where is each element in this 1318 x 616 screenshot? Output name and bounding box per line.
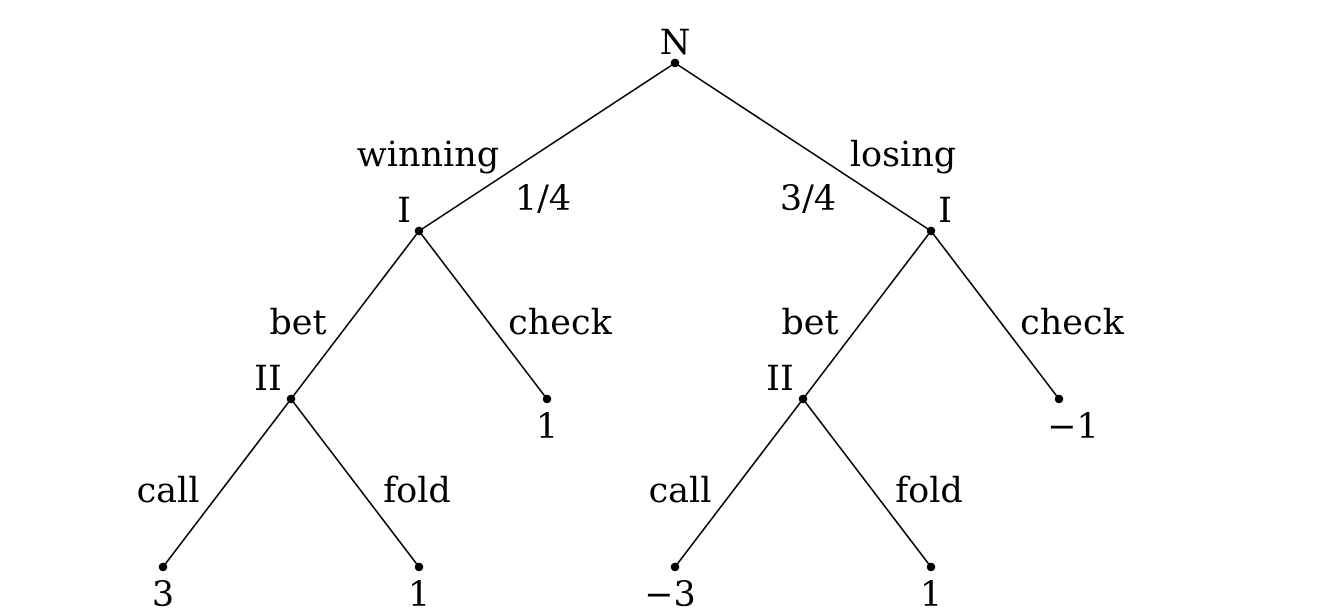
terminal-losing-check-node <box>1054 394 1064 404</box>
losing-check-label: check <box>1020 303 1124 343</box>
edge-root-to-winning <box>418 62 676 232</box>
payoff-losing-fold: 1 <box>920 575 942 615</box>
root-label: N <box>660 23 691 63</box>
payoff-losing-call: −3 <box>644 575 696 615</box>
root-node <box>670 58 680 68</box>
player2-losing-node <box>798 394 808 404</box>
losing-branch-label: losing <box>850 135 956 175</box>
winning-call-label: call <box>137 471 200 511</box>
losing-call-label: call <box>649 471 712 511</box>
winning-branch-label: winning <box>357 135 499 175</box>
edge-losing-bet <box>802 230 932 400</box>
edge-winning-call <box>162 398 292 568</box>
edge-losing-check <box>930 230 1060 400</box>
player2-winning-node <box>286 394 296 404</box>
edge-losing-call <box>674 398 804 568</box>
edge-losing-fold <box>802 398 932 568</box>
edge-root-to-losing <box>674 62 932 232</box>
payoff-losing-check: −1 <box>1047 407 1099 447</box>
losing-fold-label: fold <box>895 471 963 511</box>
player1-winning-node <box>414 226 424 236</box>
player2-winning-label: II <box>254 359 282 399</box>
losing-bet-label: bet <box>781 303 838 343</box>
winning-check-label: check <box>508 303 612 343</box>
player1-losing-node <box>926 226 936 236</box>
terminal-losing-fold-node <box>926 562 936 572</box>
payoff-winning-fold: 1 <box>408 575 430 615</box>
payoff-winning-check: 1 <box>536 407 558 447</box>
winning-fold-label: fold <box>383 471 451 511</box>
winning-probability: 1/4 <box>515 179 571 219</box>
player1-winning-label: I <box>397 191 411 231</box>
losing-probability: 3/4 <box>780 179 836 219</box>
edge-winning-check <box>418 230 548 400</box>
player1-losing-label: I <box>938 191 952 231</box>
terminal-winning-call-node <box>158 562 168 572</box>
payoff-winning-call: 3 <box>152 575 174 615</box>
terminal-winning-check-node <box>542 394 552 404</box>
terminal-losing-call-node <box>670 562 680 572</box>
edge-winning-bet <box>290 230 420 400</box>
winning-bet-label: bet <box>269 303 326 343</box>
terminal-winning-fold-node <box>414 562 424 572</box>
player2-losing-label: II <box>766 359 794 399</box>
edge-winning-fold <box>290 398 420 568</box>
